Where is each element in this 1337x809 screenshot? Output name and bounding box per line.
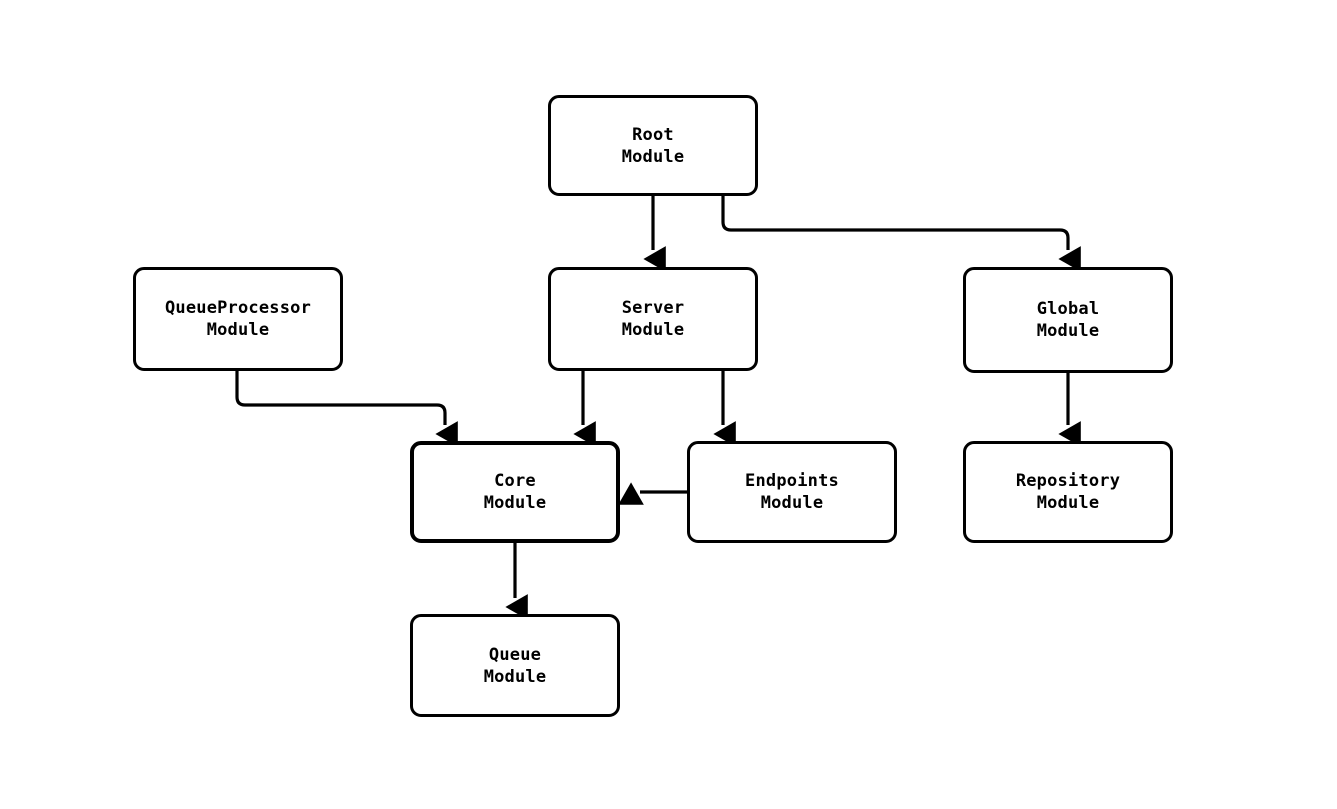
node-endpoints-module-line2: Module	[760, 493, 824, 513]
node-queueprocessor-module-line2: Module	[206, 320, 270, 340]
node-server-module-line1: Server	[621, 298, 685, 318]
node-queue-module-line1: Queue	[488, 644, 542, 665]
node-core-module[interactable]: Core Module	[410, 441, 620, 543]
node-repository-module[interactable]: Repository Module	[963, 441, 1173, 543]
node-endpoints-module-line1: Endpoints	[745, 471, 839, 491]
node-queue-module-line2: Module	[483, 666, 547, 687]
node-core-module-line2: Module	[483, 493, 547, 513]
node-core-module-line1: Core	[494, 471, 536, 491]
node-server-module[interactable]: Server Module	[548, 267, 758, 371]
node-queue-module[interactable]: Queue Module	[410, 614, 620, 717]
node-global-module-line1: Global	[1036, 299, 1100, 319]
node-queueprocessor-module-line1: QueueProcessor	[164, 298, 312, 318]
node-server-module-line2: Module	[621, 320, 685, 340]
node-global-module[interactable]: Global Module	[963, 267, 1173, 373]
node-global-module-line2: Module	[1036, 321, 1100, 341]
node-root-module[interactable]: Root Module	[548, 95, 758, 196]
node-root-module-line1: Root	[632, 124, 674, 145]
node-queueprocessor-module[interactable]: QueueProcessor Module	[133, 267, 343, 371]
node-repository-module-line2: Module	[1036, 493, 1100, 513]
node-repository-module-line1: Repository	[1015, 471, 1121, 491]
node-endpoints-module[interactable]: Endpoints Module	[687, 441, 897, 543]
node-root-module-line2: Module	[621, 146, 685, 167]
edge-root-to-global	[721, 196, 1081, 272]
edge-queueprocessor-to-core	[235, 371, 458, 447]
